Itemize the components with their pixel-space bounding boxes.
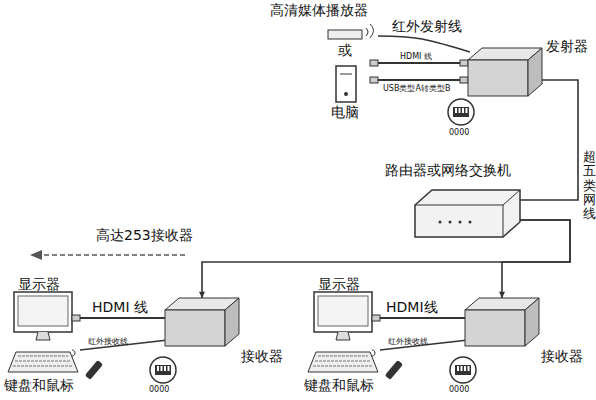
cable-name: HDMI 线 [92,299,148,315]
arrow-head [199,292,205,298]
dip-setting: 0000 [449,385,469,394]
cable-name: HDMI线 [386,299,438,315]
dip-setting: 0000 [449,128,469,137]
device-label: 路由器或网络交换机 [385,162,511,178]
cable-name: 红外接收线 [388,337,428,346]
device-name: 键盘和鼠标 [4,377,74,393]
or-text: 或 [338,42,352,58]
arrow-head [499,292,505,298]
cable-name: HDMI 线 [400,52,432,61]
device-label: 接收器 [241,348,283,364]
dip-setting: 0000 [149,385,169,394]
network-cable [520,80,578,200]
device-name: 显示器 [318,276,360,292]
network-cable [202,220,570,298]
device-name: 键盘和鼠标 [304,377,374,393]
device-box: 发射器 [468,48,542,96]
device-box: 接收器 [165,298,239,346]
cable-name: USB类型A转类型B [383,84,450,93]
receiver-count: 高达253接收器 [96,227,193,243]
device-label: 发射器 [546,38,588,54]
network-cable [502,220,570,298]
cable-name: 红外发射线 [392,18,462,34]
cable-label: 超五类网线 [583,150,596,221]
device-label: 接收器 [541,348,583,364]
device-name: 高清媒体播放器 [270,2,368,18]
device-name: 电脑 [331,104,359,120]
device-box: 路由器或网络交换机 [415,190,520,237]
device-name: 显示器 [18,276,60,292]
device-box: 接收器 [465,298,539,346]
cable-name: 红外接收线 [88,337,128,346]
